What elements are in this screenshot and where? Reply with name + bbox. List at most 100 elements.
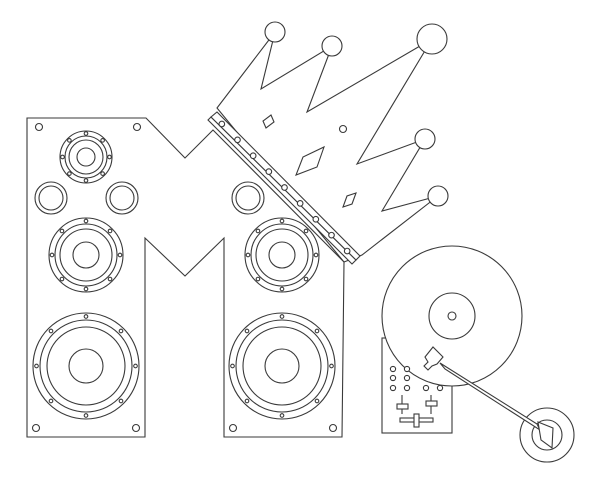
speaker-bolt (107, 276, 113, 282)
crown-ball (427, 185, 449, 207)
speakers (31, 122, 338, 433)
crown-ball (264, 21, 286, 43)
speaker-bolt (48, 328, 54, 334)
speaker-bolt (34, 363, 39, 369)
cabinet-screw (34, 122, 44, 132)
crown-diamond (262, 114, 275, 129)
crown-gem (338, 124, 348, 134)
speaker-dust-cap (76, 147, 96, 167)
mixer-faders (396, 395, 438, 428)
speaker-dust-cap (72, 241, 100, 269)
crown-ball (414, 128, 436, 150)
record-spindle (447, 311, 457, 321)
speaker-bolt (83, 413, 89, 418)
speaker-bolt (118, 328, 124, 334)
mixer-knob (403, 374, 411, 382)
speaker-bolt (303, 228, 309, 234)
speaker-bolt (100, 171, 105, 176)
speaker-bolt (107, 228, 113, 234)
mixer-knob (403, 365, 411, 373)
turntable (381, 245, 575, 463)
speaker-bolt (60, 154, 65, 160)
cabinet-screw (131, 423, 141, 433)
mixer-knob (436, 384, 444, 392)
speaker-bolt (255, 228, 261, 234)
tonearm-counterweight (537, 421, 554, 450)
speaker-bolt (314, 398, 320, 404)
cabinet-screw (31, 423, 41, 433)
port-hole (235, 185, 261, 211)
speaker-driver (59, 130, 113, 184)
crown-band-bolt (281, 184, 288, 191)
crown-ball (416, 23, 448, 55)
crown-body (216, 31, 439, 263)
speaker-bolt (118, 398, 124, 404)
speaker-driver (228, 312, 336, 420)
mixer-knobs (389, 365, 444, 392)
crown-band-bolt (234, 136, 241, 144)
speaker-driver (244, 217, 320, 293)
speaker-bolt (83, 314, 89, 319)
speaker-bolt (59, 276, 65, 282)
crown-band-bolt (296, 200, 304, 207)
speaker-port (231, 181, 265, 215)
speaker-dust-cap (264, 348, 300, 384)
speaker-bolt (67, 171, 72, 176)
speaker-bolt (83, 131, 89, 136)
speaker-dust-cap (268, 241, 296, 269)
crown-diamond (295, 145, 325, 176)
speaker-port (34, 181, 68, 215)
crown-band-bolt (218, 120, 226, 128)
fader-cap (425, 400, 438, 407)
crown (207, 21, 449, 265)
speaker-bolt (244, 398, 250, 404)
mixer-knob (389, 384, 397, 392)
speaker-bolt (107, 154, 112, 160)
cabinet-screw (132, 122, 142, 132)
speaker-bolt (279, 286, 285, 292)
crown-band-bolt (312, 215, 320, 223)
cabinet-screw (228, 423, 238, 433)
speaker-bolt (313, 252, 319, 258)
speaker-bolt (83, 286, 89, 292)
speaker-driver (48, 217, 124, 293)
speaker-bolt (117, 252, 123, 258)
tonearm-headshell (423, 346, 444, 371)
speaker-bolt (67, 138, 72, 143)
mixer-knob (403, 384, 411, 392)
speaker-bolt (49, 252, 55, 258)
crown-band-bolt (249, 152, 257, 160)
speaker-bolt (255, 276, 261, 282)
speaker-bolt (100, 138, 105, 143)
speaker-bolt (59, 228, 65, 234)
crown-band-bolt (343, 247, 351, 255)
speaker-bolt (314, 328, 320, 334)
speaker-bolt (244, 328, 250, 334)
crown-band-bolt (328, 231, 335, 239)
crossfader-cap (413, 413, 420, 428)
port-hole (109, 185, 135, 211)
cabinet-screw (328, 423, 338, 433)
mixer-knob (389, 374, 397, 382)
speaker-bolt (133, 363, 138, 369)
mixer-knob (389, 365, 397, 373)
speaker-bolt (245, 252, 251, 258)
crown-band-bolt (265, 168, 273, 175)
speaker-driver (32, 312, 140, 420)
speaker-bolt (279, 413, 285, 418)
speaker-port (105, 181, 139, 215)
crown-diamond (342, 192, 357, 208)
speaker-dust-cap (68, 348, 104, 384)
fader-cap (396, 403, 409, 410)
port-hole (38, 185, 64, 211)
speaker-bolt (48, 398, 54, 404)
speaker-bolt (83, 218, 89, 224)
speaker-bolt (230, 363, 235, 369)
speaker-bolt (83, 178, 89, 183)
mixer-knob (422, 384, 430, 392)
crown-ball (321, 35, 343, 57)
speaker-bolt (329, 363, 334, 369)
speaker-bolt (279, 314, 285, 319)
speaker-bolt (279, 218, 285, 224)
